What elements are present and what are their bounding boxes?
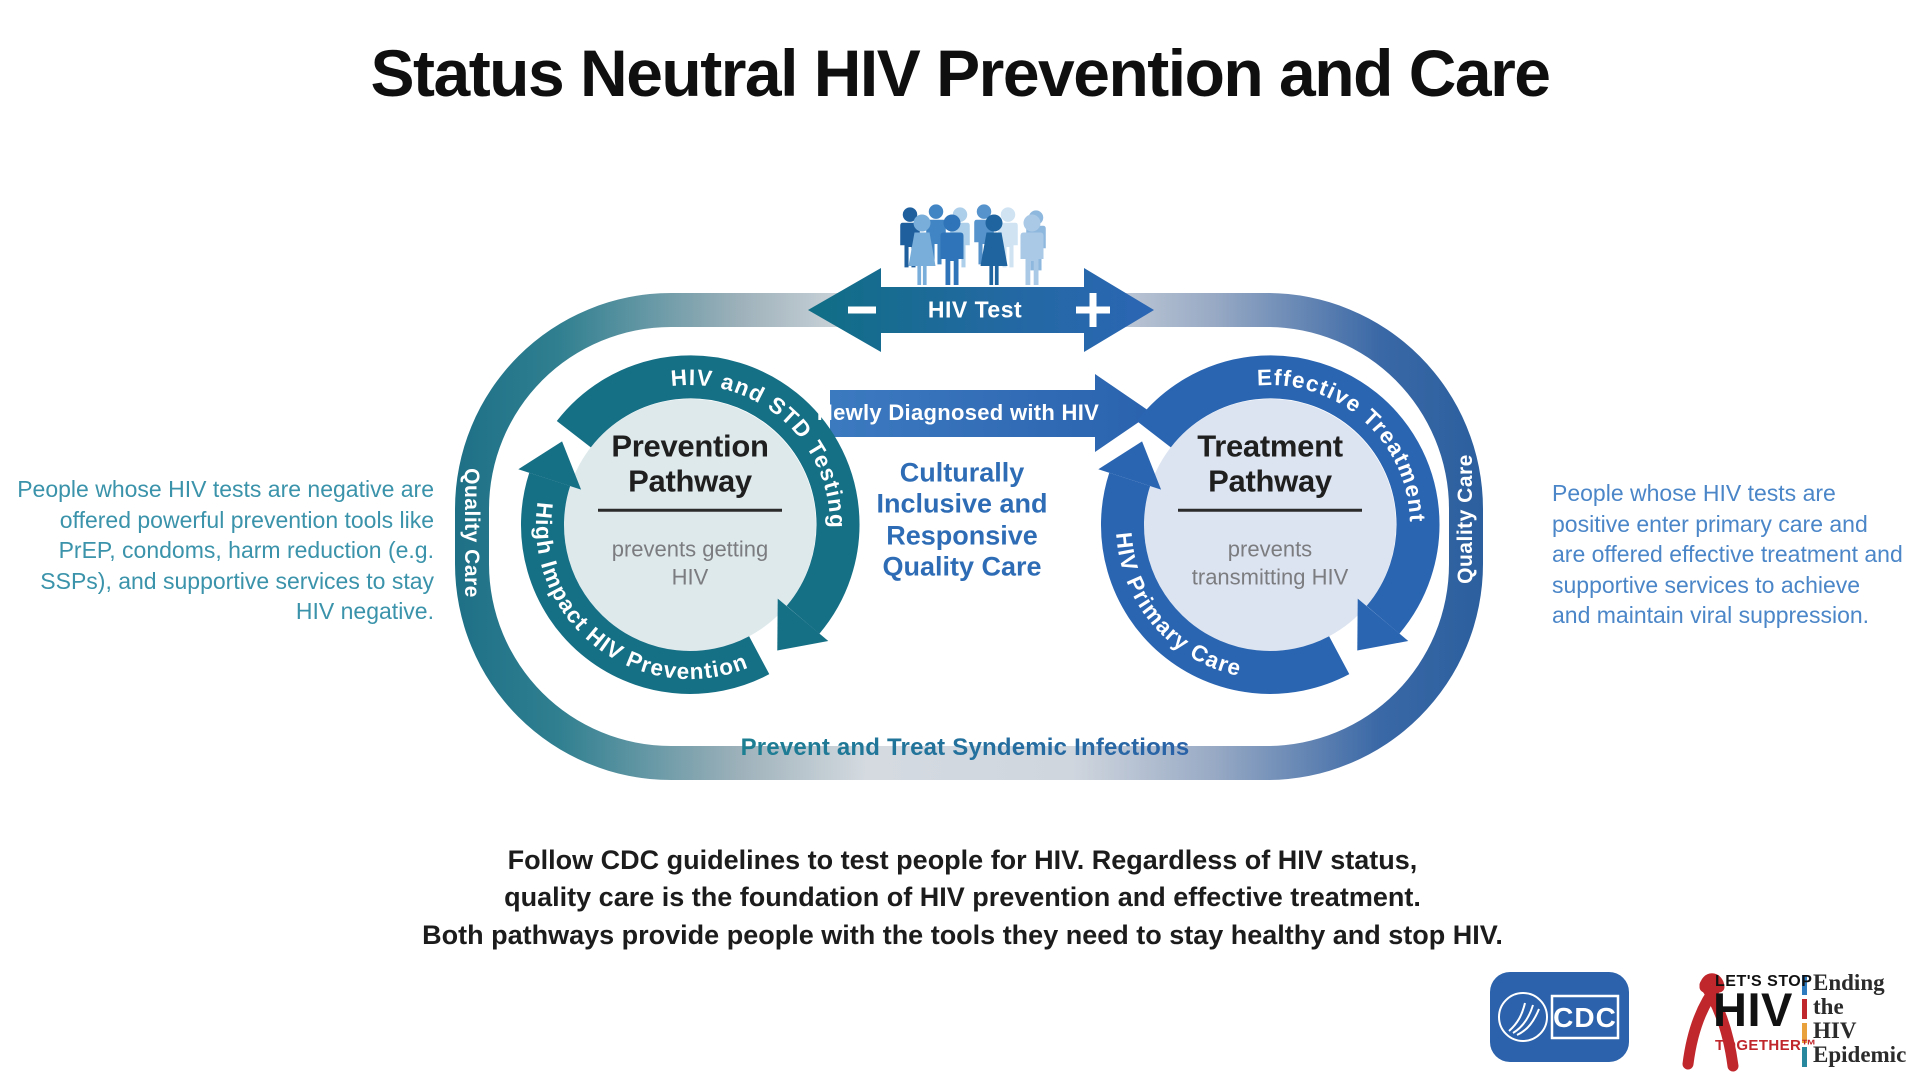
treatment-ring-bottom-arc (1101, 472, 1350, 694)
lets-stop-label: LET'S STOP (1715, 973, 1813, 990)
ehe-line: Ending (1813, 970, 1885, 995)
ehe-line: HIV (1813, 1018, 1857, 1043)
footer-note-line: Follow CDC guidelines to test people for… (507, 845, 1418, 875)
plus-icon (1076, 293, 1110, 327)
treatment-ring-top-arc (1136, 355, 1440, 634)
hhs-eagle-icon (1498, 992, 1548, 1042)
ehe-line: Epidemic (1813, 1042, 1907, 1067)
footer-note: Follow CDC guidelines to test people for… (355, 842, 1570, 954)
hiv-test-label: HIV Test (927, 296, 1023, 323)
prevention-inner-circle (564, 399, 816, 651)
prevention-subtitle: prevents getting HIV (611, 536, 769, 590)
loop-bottom-label: Prevent and Treat Syndemic Infections (740, 734, 1190, 761)
ending-hiv-epidemic-logo: Ending the HIV Epidemic (1813, 971, 1906, 1067)
treatment-subtitle: prevents transmitting HIV (1191, 536, 1349, 590)
page-title: Status Neutral HIV Prevention and Care (370, 36, 1552, 110)
cdc-letter-box (1550, 994, 1620, 1040)
footer-note-line: quality care is the foundation of HIV pr… (504, 882, 1421, 913)
loop-quality-care-right-label: Quality Care (1454, 454, 1477, 584)
together-label: TOGETHER™ (1715, 1037, 1817, 1054)
positive-note: People whose HIV tests are positive ente… (1552, 480, 1903, 629)
negative-note: People whose HIV tests are negative are … (17, 476, 434, 625)
prevention-title: Prevention Pathway (611, 428, 769, 498)
prevention-ring-top-arc (556, 355, 860, 634)
outer-loop-ring (455, 293, 1483, 780)
red-ribbon-icon (1682, 973, 1739, 1072)
prevention-ring-bottom-arc (521, 472, 770, 694)
loop-quality-care-left-label: Quality Care (460, 468, 483, 598)
treatment-title: Treatment Pathway (1197, 428, 1343, 498)
culturally-line: Responsive (886, 520, 1038, 550)
ehe-line: the (1813, 994, 1844, 1019)
culturally-line: Inclusive and (876, 488, 1048, 519)
culturally-line: Quality Care (882, 551, 1042, 582)
culturally-quality-care-text: Culturally Inclusive and Responsive Qual… (822, 457, 1102, 582)
hiv-wordmark: HIV (1713, 983, 1793, 1036)
newly-diagnosed-arrow (830, 374, 1152, 452)
newly-diagnosed-label: Newly Diagnosed with HIV (816, 400, 1100, 425)
ehe-color-bars (1802, 975, 1807, 1067)
minus-icon (848, 306, 876, 314)
cdc-logo: CDC (1490, 972, 1629, 1062)
culturally-line: Culturally (899, 457, 1025, 488)
prevention-divider (598, 508, 782, 512)
treatment-divider (1178, 508, 1362, 512)
treatment-inner-circle (1144, 399, 1396, 651)
cdc-logo-text: CDC (1553, 1002, 1617, 1033)
hiv-test-arrow (808, 268, 1154, 352)
footer-note-line: Both pathways provide people with the to… (422, 919, 1503, 950)
